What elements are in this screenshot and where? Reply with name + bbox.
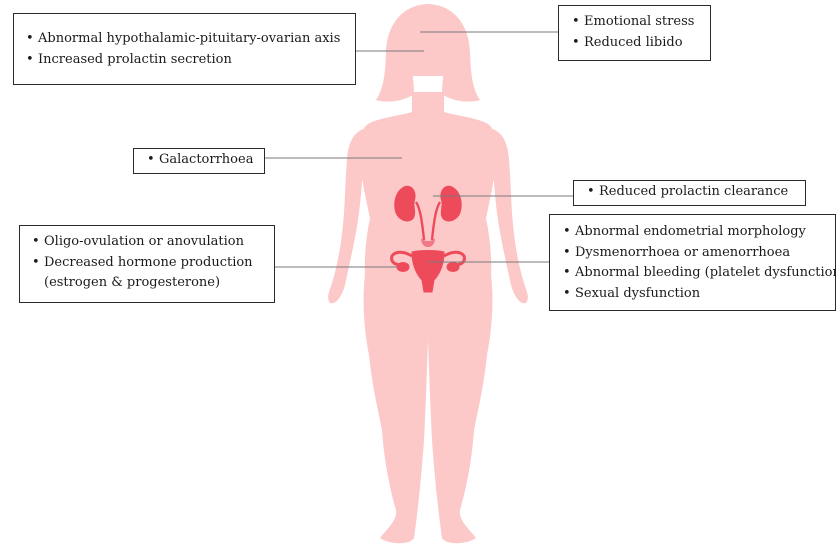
list-item: •Abnormal hypothalamic-pituitary-ovarian… [26, 29, 355, 50]
list-item: •Decreased hormone production [32, 253, 274, 274]
head [376, 4, 480, 102]
list-item: •Oligo-ovulation or anovulation [32, 232, 274, 253]
torso-and-legs [358, 92, 497, 543]
list-item: •Abnormal endometrial morphology [563, 222, 835, 243]
right-arm [490, 128, 528, 303]
list-item: •Reduced prolactin clearance [587, 182, 805, 203]
list-item: •Dysmenorrhoea or amenorrhoea [563, 243, 835, 264]
list-item: •Reduced libido [572, 33, 710, 54]
list-item: •Increased prolactin secretion [26, 50, 355, 71]
brain-effects-box: •Emotional stress •Reduced libido [558, 5, 711, 61]
kidney-effects-box: •Reduced prolactin clearance [573, 180, 806, 206]
breast-effects-box: •Galactorrhoea [133, 148, 265, 174]
left-arm [328, 128, 366, 303]
list-item: •Sexual dysfunction [563, 284, 835, 305]
hpo-axis-box: •Abnormal hypothalamic-pituitary-ovarian… [13, 13, 356, 85]
uterus-effects-box: •Abnormal endometrial morphology •Dysmen… [549, 214, 836, 311]
ovary-effects-box: •Oligo-ovulation or anovulation •Decreas… [19, 225, 275, 303]
list-item-continuation: (estrogen & progesterone) [32, 273, 274, 294]
list-item: •Abnormal bleeding (platelet dysfunction… [563, 263, 835, 284]
right-ovary [447, 263, 459, 272]
list-item: •Emotional stress [572, 12, 710, 33]
left-ovary [397, 263, 409, 272]
list-item: •Galactorrhoea [147, 150, 264, 171]
